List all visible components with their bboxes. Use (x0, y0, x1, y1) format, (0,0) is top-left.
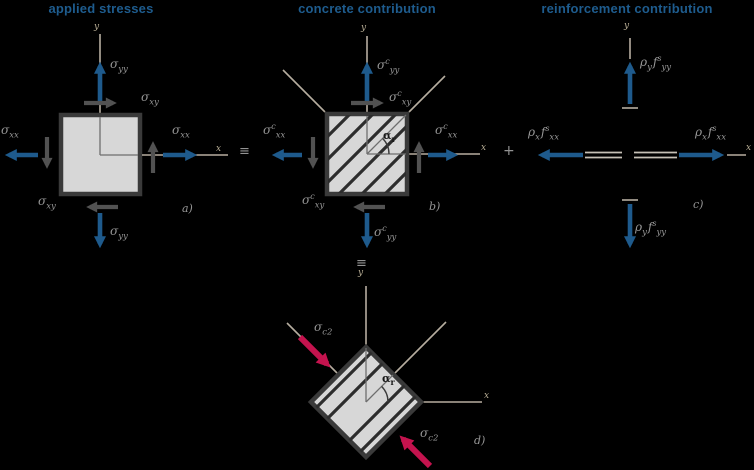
panel-d-principal-stresses (286, 286, 482, 469)
alpha-angle-arc-d (381, 385, 389, 403)
equivalence-sign-b-d: ≡ (356, 256, 367, 271)
alpha-r-angle-label-d: αr (382, 372, 395, 388)
sigma-c-xx-right-label: σcxx (435, 122, 458, 141)
rho-y-f-top-label: ρyfsyy (640, 54, 672, 73)
sigma-c-yy-bottom-label: σcyy (374, 224, 397, 243)
alpha-angle-arc-b (382, 137, 390, 155)
x-axis-label-b: x (481, 143, 487, 153)
panel-a-title: applied stresses (48, 1, 154, 16)
sigma-xy-bottom-label: σxy (38, 194, 56, 212)
crack-normal-ray (282, 69, 326, 113)
sigma-c2-top-label: σc2 (314, 320, 333, 338)
sigma-xy-top-label: σxy (141, 90, 159, 108)
panel-b-tag: b) (429, 200, 441, 213)
panel-d-tag: d) (474, 434, 486, 447)
crack-direction-ray-d (394, 321, 447, 374)
sigma-yy-bottom-label: σyy (110, 224, 128, 242)
x-axis-label-c: x (746, 143, 752, 153)
equivalence-sign-a-b: ≡ (239, 144, 250, 159)
sigma-c2-bottom-arrow (399, 435, 433, 469)
sigma-c2-bottom-label: σc2 (420, 426, 439, 444)
sigma-c-xy-top-label: σcxy (389, 89, 412, 108)
panel-c-title: reinforcement contribution (541, 1, 713, 16)
y-axis-label-a: y (94, 22, 100, 32)
panel-a-tag: a) (182, 202, 193, 215)
sigma-c-xy-bottom-label: σcxy (302, 192, 325, 211)
crack-direction-ray (408, 75, 446, 113)
panel-b-concrete-contribution (271, 36, 480, 249)
plus-sign-b-c: + (503, 143, 515, 159)
x-axis-label-a: x (216, 144, 222, 154)
panel-c-reinforcement-contribution (537, 38, 746, 249)
sigma-xx-left-label: σxx (1, 123, 19, 141)
y-axis-label-c: y (624, 21, 630, 31)
panel-c-tag: c) (693, 198, 704, 211)
y-axis-label-d: y (358, 268, 364, 278)
x-axis-label-d: x (484, 391, 490, 401)
y-axis-label-b: y (361, 23, 367, 33)
rho-y-f-bottom-label: ρyfsyy (635, 219, 667, 238)
sigma-c-yy-top-label: σcyy (377, 57, 400, 76)
sigma-yy-top-label: σyy (110, 57, 128, 75)
sigma-c2-top-arrow (297, 334, 331, 368)
panel-b-title: concrete contribution (298, 1, 436, 16)
sigma-c-xx-left-label: σcxx (263, 122, 286, 141)
rho-x-f-right-label: ρxfsxx (695, 124, 727, 143)
rho-x-f-left-label: ρxfsxx (528, 124, 560, 143)
panel-a-applied-stresses (4, 34, 228, 249)
sigma-xx-right-label: σxx (172, 123, 190, 141)
alpha-r-angle-label-b: αr (383, 129, 396, 145)
